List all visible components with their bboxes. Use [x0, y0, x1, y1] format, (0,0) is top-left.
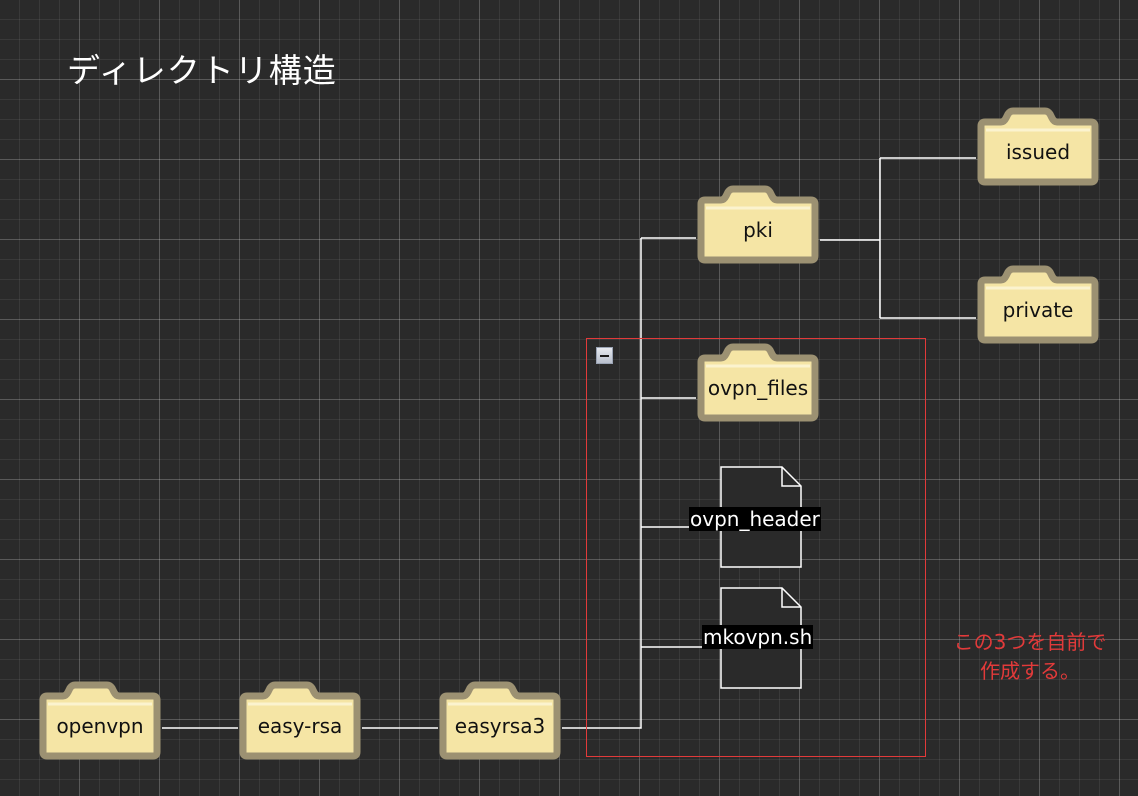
- new-files-group: [586, 338, 926, 757]
- minus-icon[interactable]: [596, 347, 613, 364]
- annotation-line-1: この3つを自前で: [953, 630, 1107, 654]
- folder-pki[interactable]: pki: [695, 178, 821, 266]
- folder-easyrsa3[interactable]: easyrsa3: [437, 674, 563, 762]
- folder-private[interactable]: private: [975, 258, 1101, 346]
- folder-label: issued: [1005, 140, 1071, 164]
- folder-icon: [977, 265, 1099, 344]
- annotation-line-2: 作成する。: [980, 659, 1080, 683]
- folder-icon: [439, 681, 561, 760]
- folder-icon: [239, 681, 361, 760]
- folder-openvpn[interactable]: openvpn: [37, 674, 163, 762]
- folder-label: ovpn_files: [707, 376, 809, 400]
- folder-easy-rsa[interactable]: easy-rsa: [237, 674, 363, 762]
- folder-label: easyrsa3: [454, 714, 546, 738]
- folder-label: openvpn: [56, 714, 144, 738]
- folder-icon: [977, 107, 1099, 186]
- edge-easyrsa3-children: [562, 238, 642, 729]
- file-label-ovpn-header: ovpn_header: [689, 507, 821, 531]
- folder-issued[interactable]: issued: [975, 100, 1101, 188]
- page-title: ディレクトリ構造: [67, 51, 337, 90]
- folder-label: easy-rsa: [257, 714, 343, 738]
- folder-icon: [697, 343, 819, 422]
- file-label-mkovpn: mkovpn.sh: [702, 625, 814, 649]
- folder-icon: [39, 681, 161, 760]
- folder-ovpn-files[interactable]: ovpn_files: [695, 336, 821, 424]
- folder-label: private: [1002, 298, 1074, 322]
- annotation-note: この3つを自前で 作成する。: [930, 628, 1130, 686]
- folder-label: pki: [743, 218, 773, 242]
- folder-icon: [697, 185, 819, 264]
